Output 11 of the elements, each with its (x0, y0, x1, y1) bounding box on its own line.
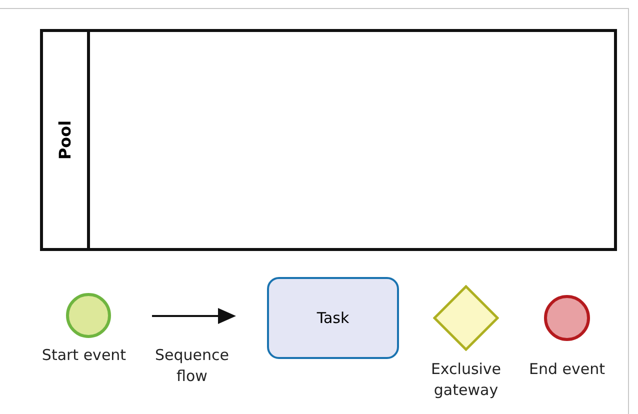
gateway-diamond (433, 285, 499, 351)
end-event-circle (544, 295, 590, 341)
pool (40, 29, 617, 251)
shape-caption: Exclusive gateway (430, 359, 502, 401)
start-event-circle (66, 293, 111, 338)
legend-label: Sequence flow (154, 345, 230, 387)
task-label: Task (316, 309, 350, 327)
task-box (267, 277, 399, 359)
pool-label: Pool (56, 120, 74, 160)
shape-caption: Start event (40, 345, 128, 366)
shape-caption: End event (528, 359, 606, 380)
